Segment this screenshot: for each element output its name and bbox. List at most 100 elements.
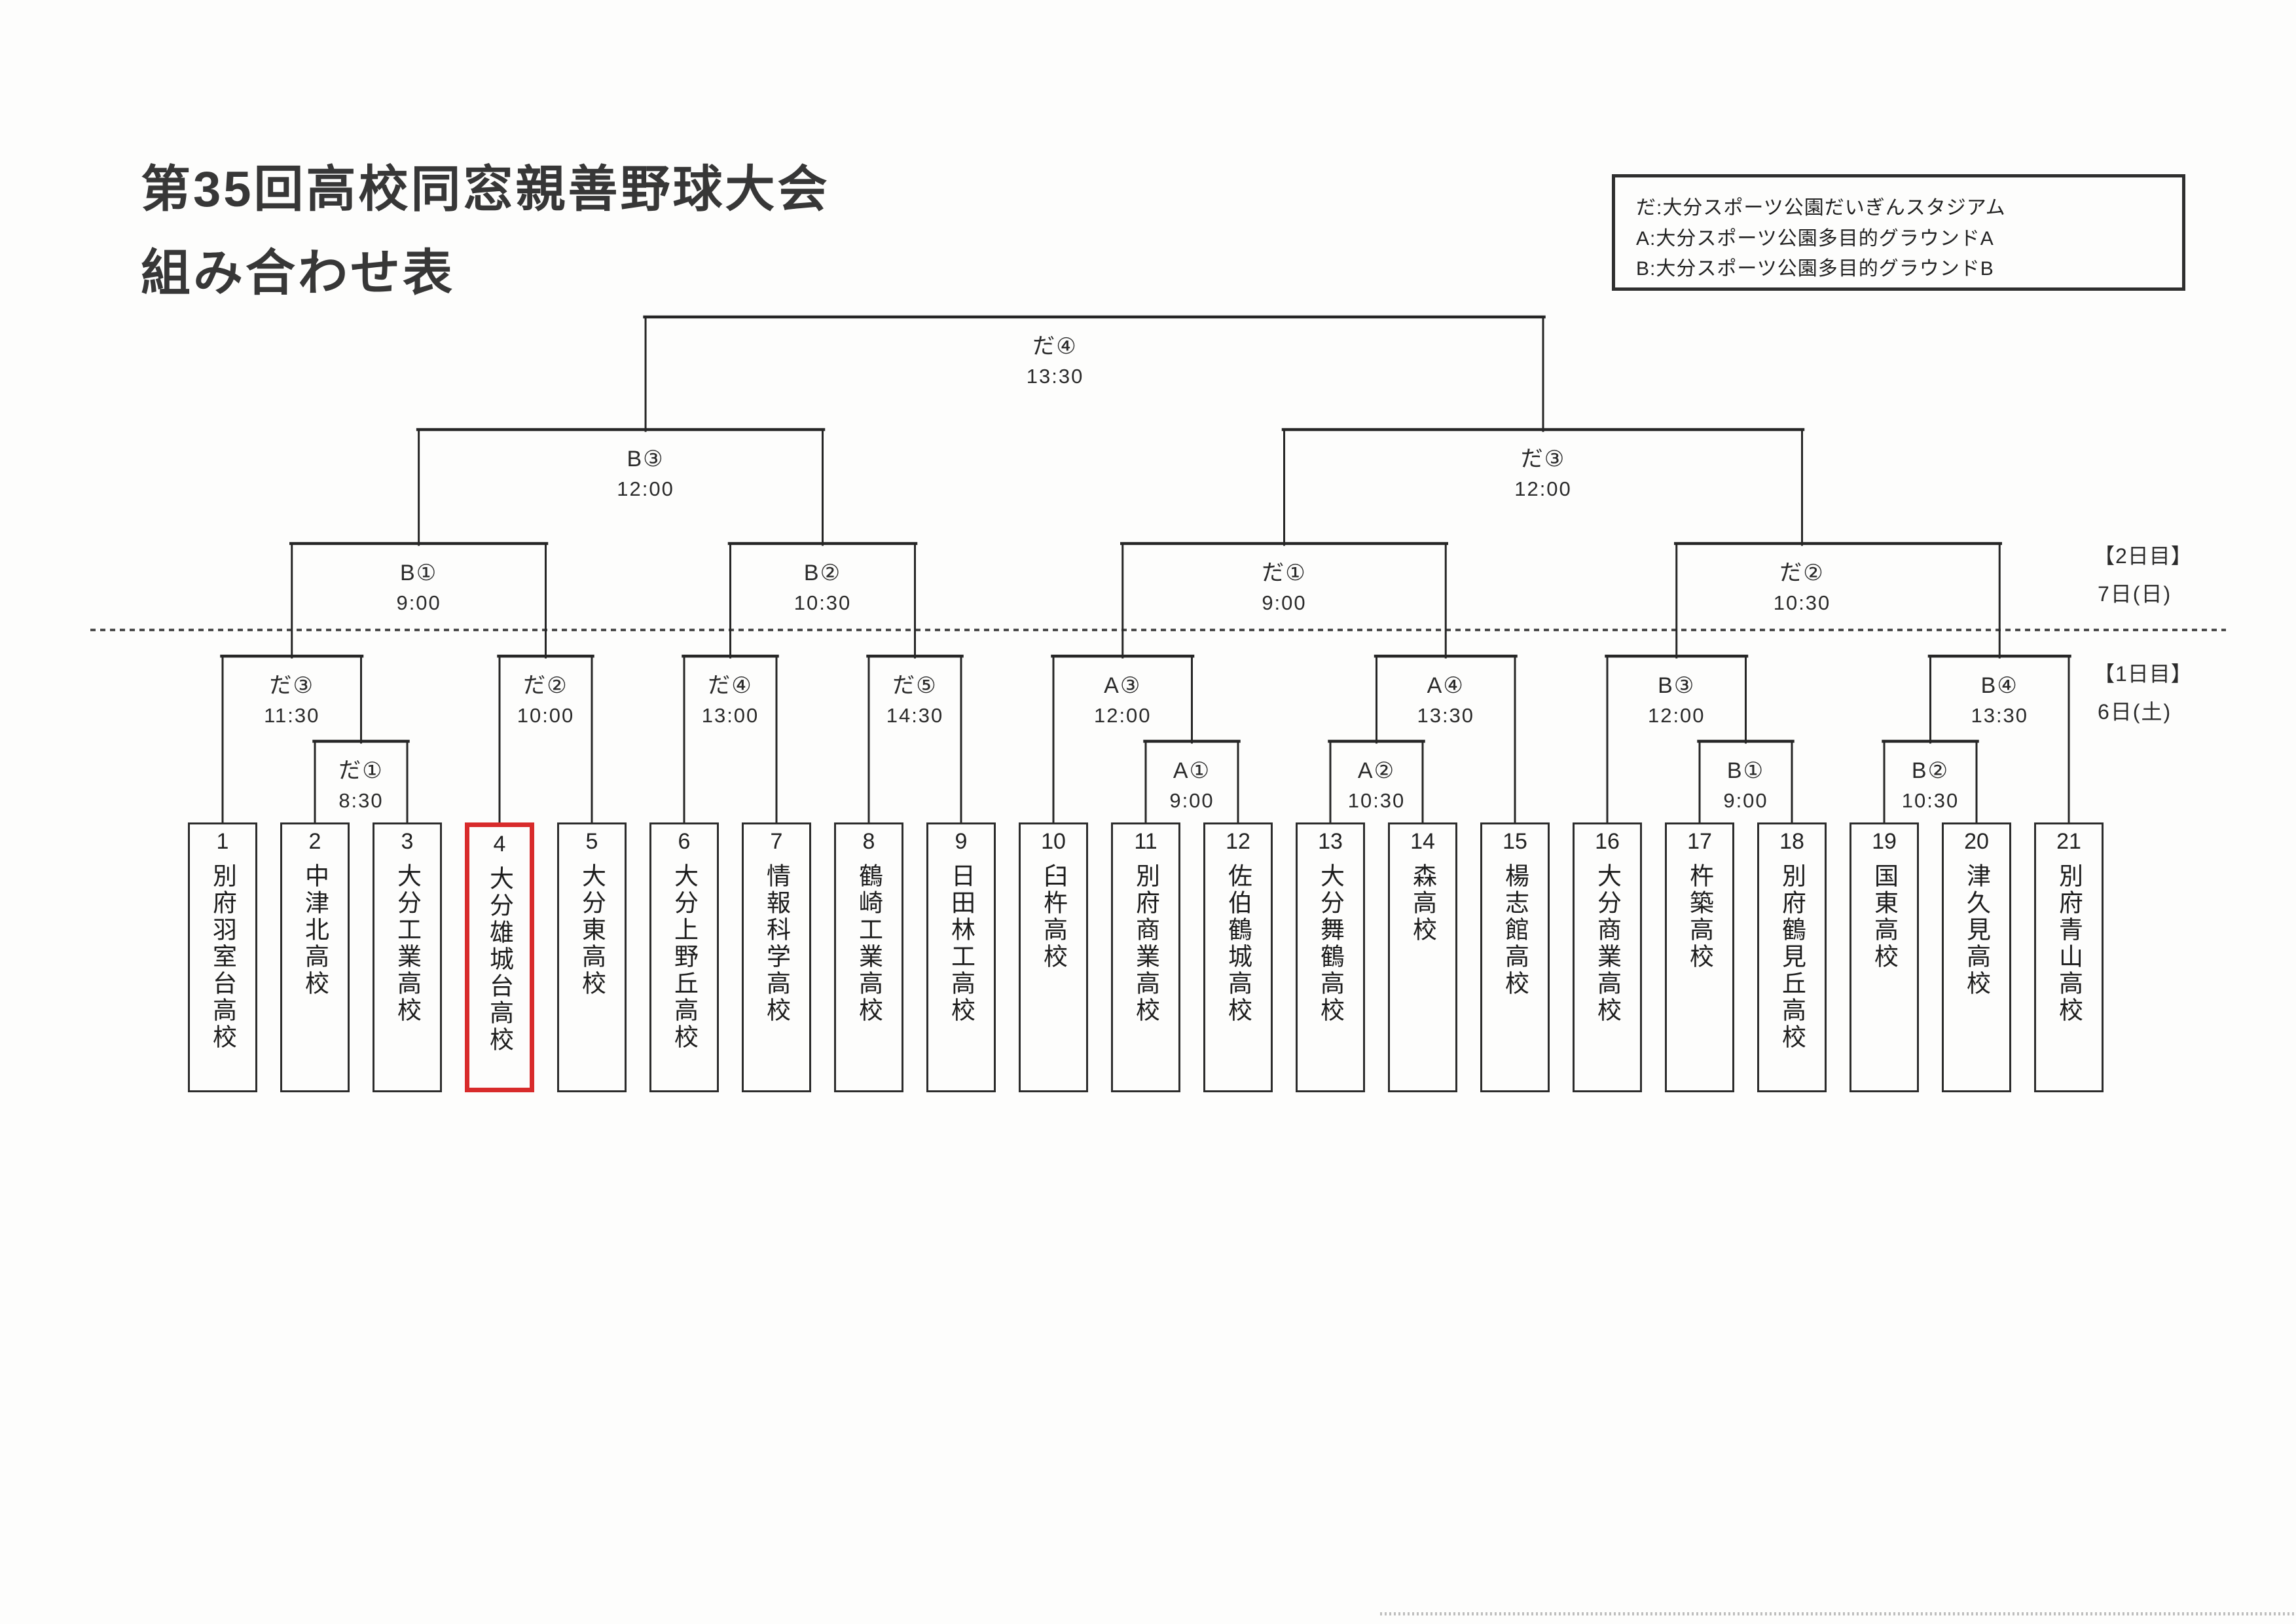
match-code: だ③ <box>269 673 314 698</box>
team-box: 10 臼杵高校 <box>1019 822 1088 1092</box>
team-box-highlighted: 4 大分雄城台高校 <box>465 822 534 1092</box>
match-time: 12:00 <box>617 477 674 500</box>
team-name: 別府青山高校 <box>2055 863 2083 1024</box>
match-code: A④ <box>1427 673 1465 698</box>
match-time: 10:30 <box>1773 591 1831 614</box>
legend-item-daigin-stadium: だ:大分スポーツ公園だいぎんスタジアム <box>1636 197 2006 219</box>
team-name: 佐伯鶴城高校 <box>1224 863 1252 1024</box>
match-code: B③ <box>1658 673 1696 698</box>
team-name: 日田林工高校 <box>947 863 975 1024</box>
team-name: 大分商業高校 <box>1594 863 1621 1024</box>
team-name: 中津北高校 <box>301 863 329 997</box>
match-code: B② <box>803 561 842 585</box>
team-number: 13 <box>1318 829 1343 854</box>
team-name: 大分雄城台高校 <box>486 866 513 1054</box>
day1-date: 6日(土) <box>2098 700 2172 724</box>
day2-title: 【2日目】 <box>2094 544 2193 568</box>
team-name: 津久見高校 <box>1963 863 1990 997</box>
match-code: だ② <box>523 673 568 698</box>
team-name: 大分舞鶴高校 <box>1317 863 1344 1024</box>
match-code: だ④ <box>1032 334 1078 359</box>
team-number: 15 <box>1503 829 1527 854</box>
day-separator-dashed-line <box>90 629 2226 631</box>
match-time: 10:30 <box>793 591 852 614</box>
team-box: 13 大分舞鶴高校 <box>1296 822 1365 1092</box>
match-code: だ② <box>1779 561 1825 585</box>
team-name: 楊志館高校 <box>1501 863 1529 997</box>
day1-title: 【1日目】 <box>2094 662 2193 686</box>
team-number: 10 <box>1041 829 1066 854</box>
match-time: 13:30 <box>1971 704 2029 727</box>
team-box: 12 佐伯鶴城高校 <box>1203 822 1273 1092</box>
team-name: 別府羽室台高校 <box>209 863 236 1051</box>
match-time: 13:00 <box>701 704 759 727</box>
match-code: B④ <box>1980 673 2018 698</box>
match-label-r1: だ③ 11:30 <box>264 674 319 726</box>
team-name: 大分工業高校 <box>393 863 421 1024</box>
match-time: 12:00 <box>1514 477 1572 500</box>
match-time: 11:30 <box>264 704 320 727</box>
team-number: 14 <box>1410 829 1435 854</box>
team-number: 17 <box>1687 829 1712 854</box>
match-code: A③ <box>1104 673 1142 698</box>
team-name: 杵築高校 <box>1686 863 1713 970</box>
match-label-r1: だ② 10:00 <box>517 674 575 726</box>
match-time: 12:00 <box>1647 704 1705 727</box>
team-name: 別府鶴見丘高校 <box>1778 863 1806 1051</box>
match-label-qf: B② 10:30 <box>794 562 852 613</box>
team-name: 大分上野丘高校 <box>670 863 698 1051</box>
team-number: 18 <box>1779 829 1804 854</box>
match-label-qf: だ② 10:30 <box>1774 562 1831 613</box>
match-code: だ③ <box>1520 447 1566 471</box>
match-code: A① <box>1173 758 1211 783</box>
match-time: 9:00 <box>1169 789 1214 812</box>
team-name: 森高校 <box>1409 863 1436 944</box>
team-box: 18 別府鶴見丘高校 <box>1757 822 1827 1092</box>
match-time: 10:00 <box>517 704 575 727</box>
match-label-qf: B① 9:00 <box>396 562 441 613</box>
team-name: 臼杵高校 <box>1040 863 1067 970</box>
team-number: 12 <box>1226 829 1250 854</box>
title-line-2: 組み合わせ表 <box>141 246 455 301</box>
day2-label: 【2日目】 7日(日) <box>2094 540 2290 608</box>
match-time: 14:30 <box>886 704 944 727</box>
team-number: 11 <box>1134 829 1157 854</box>
title-line-1: 第35回高校同窓親善野球大会 <box>141 162 830 217</box>
match-label-r1: B③ 12:00 <box>1648 674 1705 726</box>
match-code: B① <box>1726 758 1765 783</box>
team-number: 4 <box>493 832 506 857</box>
match-time: 8:30 <box>338 789 384 812</box>
match-code: だ① <box>1262 561 1307 585</box>
match-time: 9:00 <box>396 591 441 614</box>
scan-artifact-line <box>1380 1612 2294 1615</box>
team-box: 17 杵築高校 <box>1665 822 1734 1092</box>
match-code: だ① <box>338 758 384 783</box>
match-code: だ④ <box>708 673 753 698</box>
team-name: 情報科学高校 <box>763 863 790 1024</box>
team-number: 20 <box>1964 829 1989 854</box>
legend-item-ground-a: A:大分スポーツ公園多目的グラウンドA <box>1636 227 1994 249</box>
page-title: 第35回高校同窓親善野球大会 組み合わせ表 <box>141 165 830 299</box>
match-label-r1: B④ 13:30 <box>1971 674 2028 726</box>
match-code: B① <box>400 561 438 585</box>
match-time: 10:30 <box>1347 789 1406 812</box>
match-label-r1: A④ 13:30 <box>1417 674 1474 726</box>
match-time: 13:30 <box>1417 704 1475 727</box>
team-box: 15 楊志館高校 <box>1480 822 1550 1092</box>
